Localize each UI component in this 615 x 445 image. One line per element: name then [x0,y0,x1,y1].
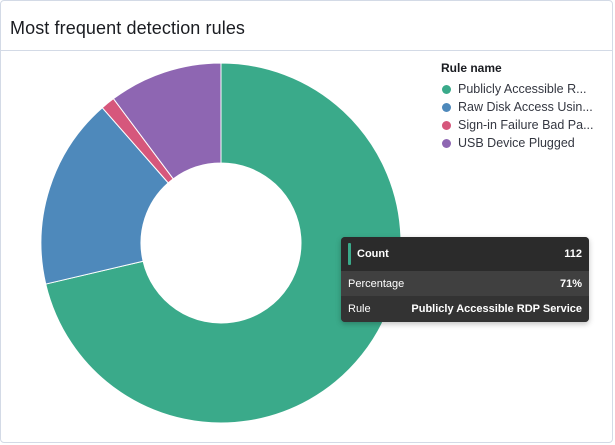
legend-title: Rule name [441,61,502,75]
tooltip-count-label: Count [357,248,389,260]
legend-item[interactable]: USB Device Plugged [441,134,609,152]
legend-items: Publicly Accessible R... Raw Disk Access … [441,80,609,152]
donut-slice[interactable] [40,107,169,285]
legend-item-label: Raw Disk Access Usin... [458,100,593,114]
legend-item-label: Publicly Accessible R... [458,82,587,96]
tooltip-rule-row: Rule Publicly Accessible RDP Service [341,296,589,322]
legend-item-label: Sign-in Failure Bad Pa... [458,118,594,132]
donut-slice[interactable] [45,62,402,424]
tooltip-color-swatch [348,243,351,265]
legend-color-dot-icon [442,120,451,130]
legend-color-dot-icon [442,84,451,94]
legend-color-dot-icon [442,102,451,112]
tooltip-percentage-row: Percentage 71% [341,271,589,296]
legend-item[interactable]: Raw Disk Access Usin... [441,98,609,116]
tooltip-percentage-value: 71% [559,277,582,290]
panel-header: Most frequent detection rules [1,1,612,51]
legend-item-label: USB Device Plugged [458,136,575,150]
panel-title: Most frequent detection rules [10,18,246,38]
donut-chart[interactable] [1,52,441,444]
legend-item[interactable]: Publicly Accessible R... [441,80,609,98]
tooltip-count-row: Count 112 [341,237,589,271]
chart-legend: Rule name Publicly Accessible R... Raw Di… [441,61,609,152]
tooltip-rule-value: Publicly Accessible RDP Service [411,303,582,315]
tooltip-percentage-label: Percentage [348,277,405,290]
tooltip-rule-label: Rule [348,303,371,315]
legend-item[interactable]: Sign-in Failure Bad Pa... [441,116,609,134]
tooltip-count-value: 112 [564,248,582,260]
legend-color-dot-icon [442,138,451,148]
chart-tooltip: Count 112 Percentage 71% Rule Publicly A… [341,237,589,322]
donut-slice[interactable] [112,62,222,180]
